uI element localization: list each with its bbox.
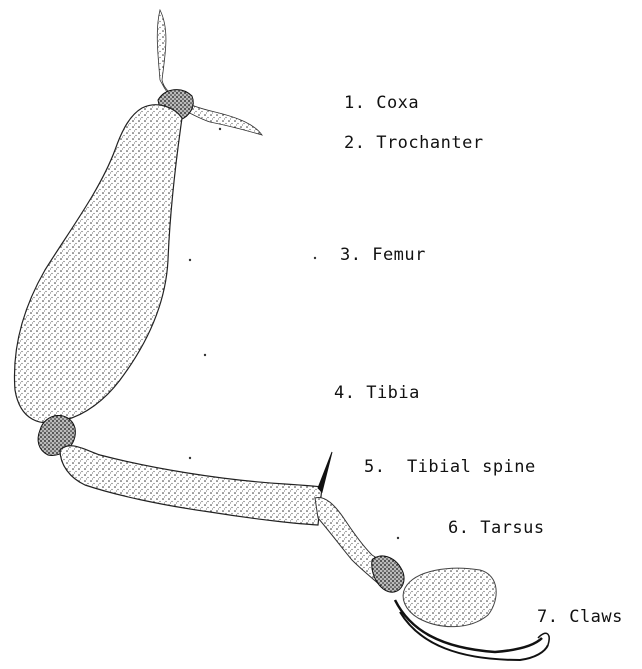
label-tibial-spine: 5. Tibial spine [364,457,536,477]
stray-mark [189,259,191,261]
stray-mark [219,128,221,130]
stray-mark [397,537,399,539]
label-claws: 7. Claws [537,607,623,627]
label-tibia: 4. Tibia [334,383,420,403]
label-coxa: 1. Coxa [344,93,419,113]
label-femur: 3. Femur [340,245,426,265]
label-tarsus: 6. Tarsus [448,518,545,538]
stray-mark [314,257,316,259]
tarsal-joint-shape [372,556,404,592]
femur-shape [14,105,182,423]
stray-mark [204,354,206,356]
tibial-spine-shape [318,452,332,492]
label-trochanter: 2. Trochanter [344,133,484,153]
stray-mark [189,457,191,459]
tarsal-pad-shape [403,568,496,626]
